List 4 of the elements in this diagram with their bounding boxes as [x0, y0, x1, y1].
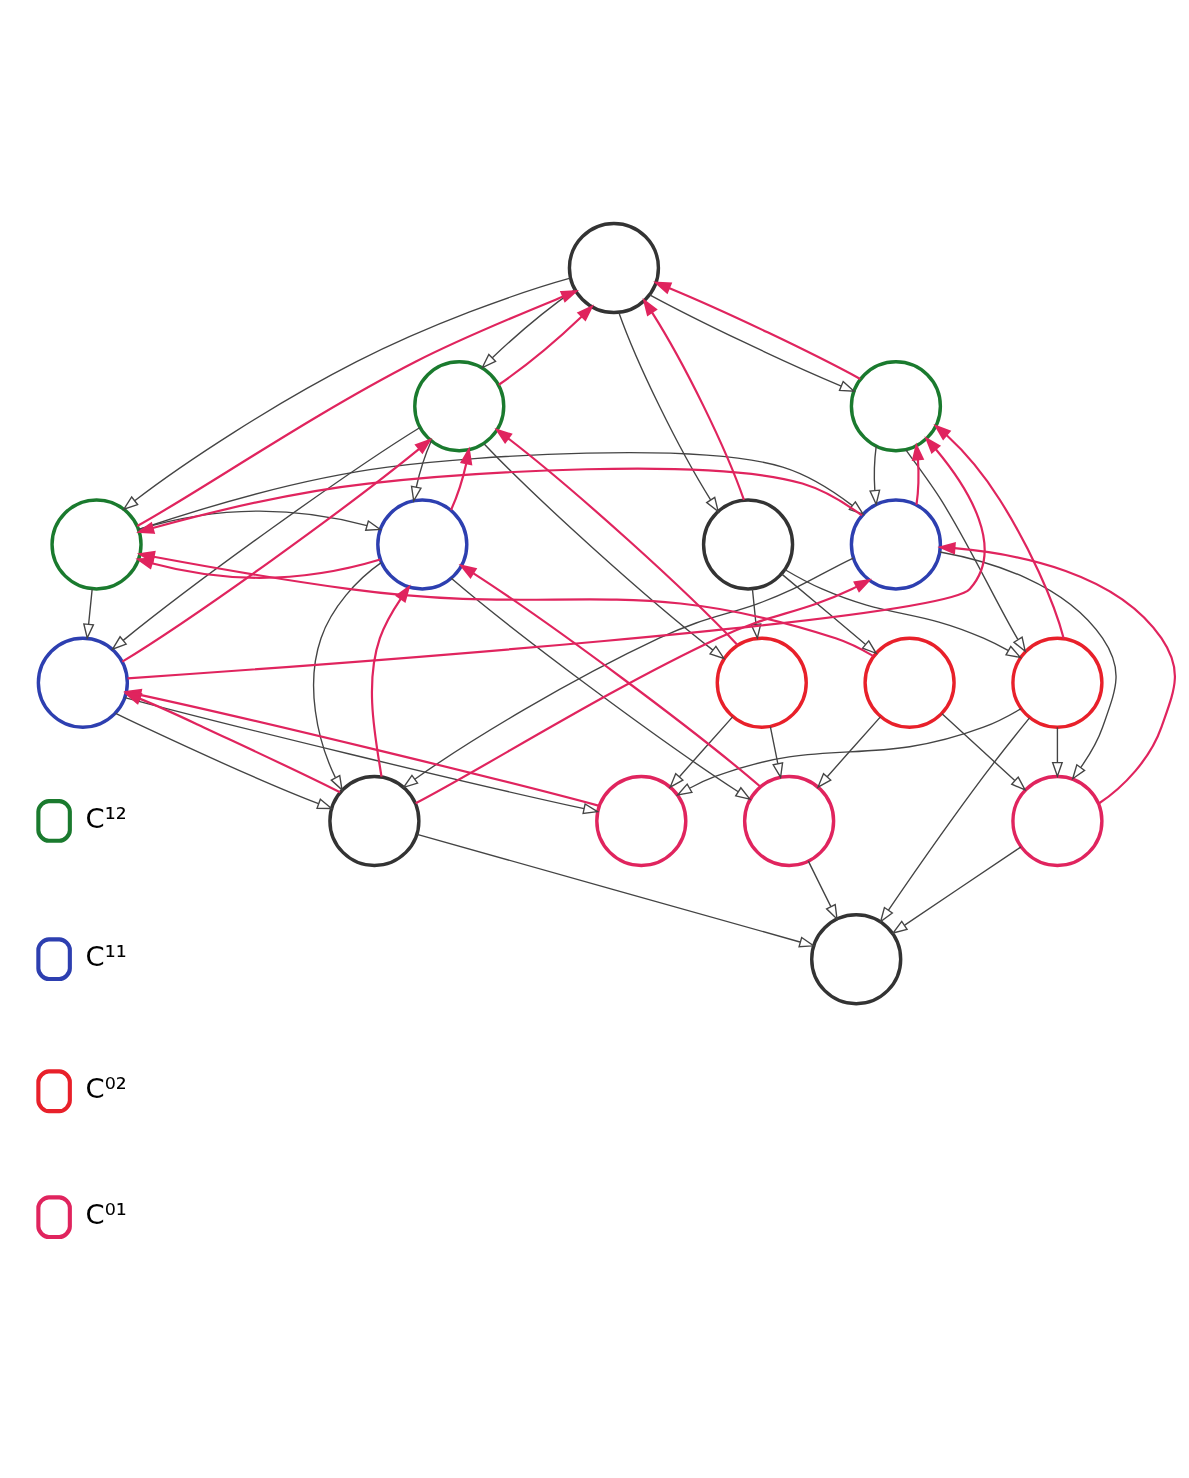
legend-label: C⁰² — [85, 1072, 127, 1104]
legend-label: C¹² — [85, 802, 127, 834]
legend-label: C¹¹ — [85, 940, 127, 972]
legend-label: C⁰¹ — [85, 1198, 127, 1230]
